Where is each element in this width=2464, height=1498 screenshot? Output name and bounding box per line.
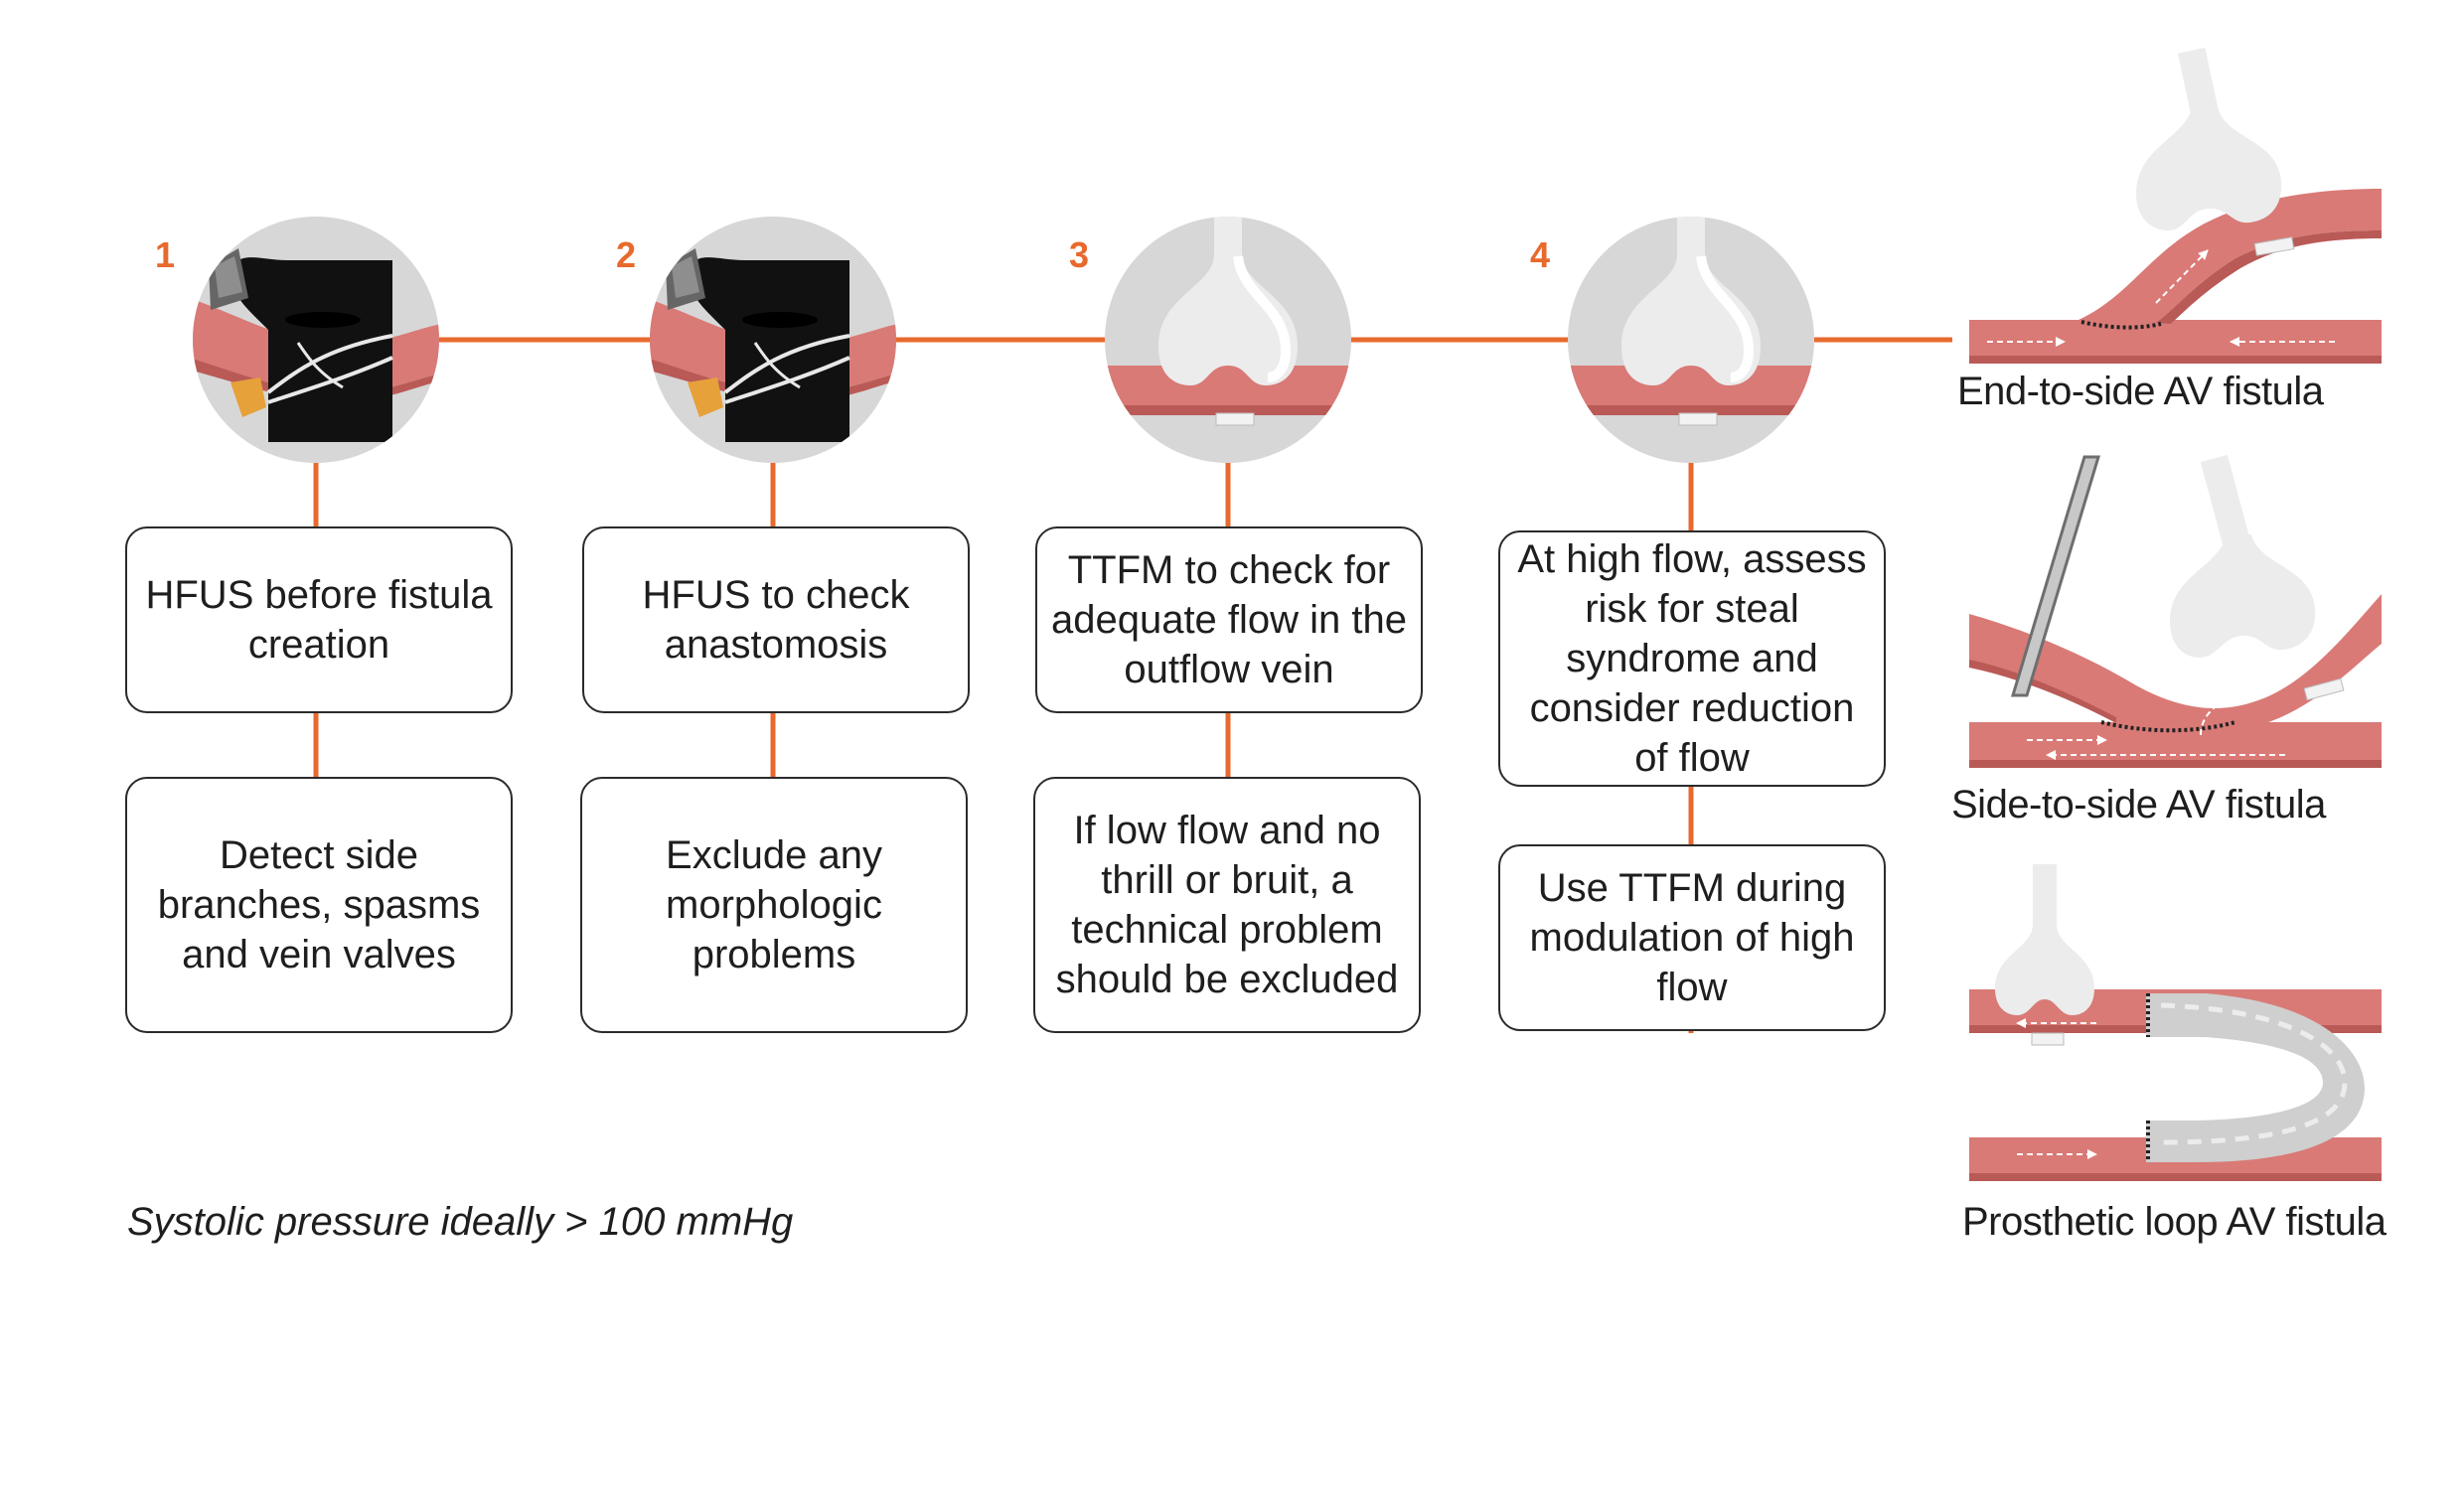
flow-probe-icon [1568, 217, 1814, 463]
step-1-detail-text: Detect side branches, spasms and vein va… [157, 833, 481, 976]
step-4-detail-box: Use TTFM during modulation of high flow [1498, 844, 1886, 1031]
ultrasound-probe-icon [650, 217, 896, 463]
step-1-action-text: HFUS before fistula creation [145, 573, 493, 667]
step-3-detail-text: If low flow and no thrill or bruit, a te… [1055, 809, 1399, 1001]
vertical-connectors [313, 463, 1694, 1033]
end-to-side-caption: End-to-side AV fistula [1957, 370, 2324, 413]
step-3-detail-box: If low flow and no thrill or bruit, a te… [1033, 777, 1421, 1033]
end-to-side-fistula-icon [1969, 47, 2382, 364]
step-number-2: 2 [616, 234, 637, 275]
side-to-side-fistula-icon [1969, 454, 2382, 768]
ultrasound-probe-icon [193, 217, 439, 463]
step-number-4: 4 [1530, 234, 1551, 275]
prosthetic-loop-caption: Prosthetic loop AV fistula [1962, 1200, 2387, 1244]
step-2-detail-box: Exclude any morphologic problems [580, 777, 968, 1033]
step-3-action-text: TTFM to check for adequate flow in the o… [1050, 548, 1408, 691]
step-2-action-box: HFUS to check anastomosis [582, 526, 970, 713]
systolic-pressure-note: Systolic pressure ideally > 100 mmHg [127, 1200, 794, 1244]
step-4-action-text: At high flow, assess risk for steal synd… [1517, 537, 1867, 780]
step-2-action-text: HFUS to check anastomosis [642, 573, 910, 667]
side-to-side-caption: Side-to-side AV fistula [1951, 783, 2326, 826]
step-4-action-box: At high flow, assess risk for steal synd… [1498, 530, 1886, 787]
step-4-detail-text: Use TTFM during modulation of high flow [1529, 866, 1855, 1009]
flow-probe-icon [1105, 217, 1351, 463]
step-number-3: 3 [1069, 234, 1090, 275]
step-number-1: 1 [155, 234, 176, 275]
step-2-detail-text: Exclude any morphologic problems [666, 833, 882, 976]
step-1-action-box: HFUS before fistula creation [125, 526, 513, 713]
step-1-detail-box: Detect side branches, spasms and vein va… [125, 777, 513, 1033]
step-3-action-box: TTFM to check for adequate flow in the o… [1035, 526, 1423, 713]
prosthetic-loop-fistula-icon [1969, 864, 2382, 1181]
